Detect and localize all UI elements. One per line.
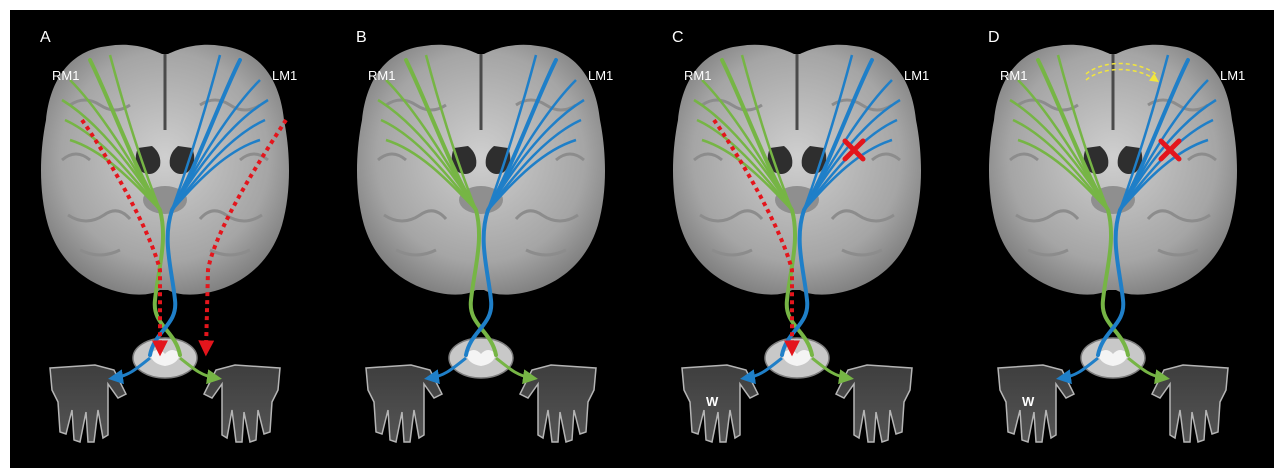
rm1-label: RM1 <box>684 68 711 83</box>
lm1-label: LM1 <box>588 68 613 83</box>
lm1-label: LM1 <box>1220 68 1245 83</box>
panel-b: B RM1 LM1 <box>356 29 613 442</box>
figure-canvas: A RM1 LM1 B RM1 LM1 C RM1 LM1 <box>10 10 1274 468</box>
panel-letter: D <box>988 29 1000 46</box>
lm1-label: LM1 <box>904 68 929 83</box>
rm1-label: RM1 <box>368 68 395 83</box>
rm1-label: RM1 <box>52 68 79 83</box>
figure-svg: A RM1 LM1 B RM1 LM1 C RM1 LM1 <box>10 10 1274 468</box>
palm-label: W <box>1022 394 1035 409</box>
palm-label: W <box>706 394 719 409</box>
panel-letter: C <box>672 29 684 46</box>
lm1-label: LM1 <box>272 68 297 83</box>
panel-c: C RM1 LM1 W <box>672 29 929 442</box>
panel-letter: A <box>40 29 51 46</box>
panel-letter: B <box>356 29 367 46</box>
rm1-label: RM1 <box>1000 68 1027 83</box>
panel-d: D RM1 LM1 W <box>988 29 1245 442</box>
panel-a: A RM1 LM1 <box>40 29 297 442</box>
